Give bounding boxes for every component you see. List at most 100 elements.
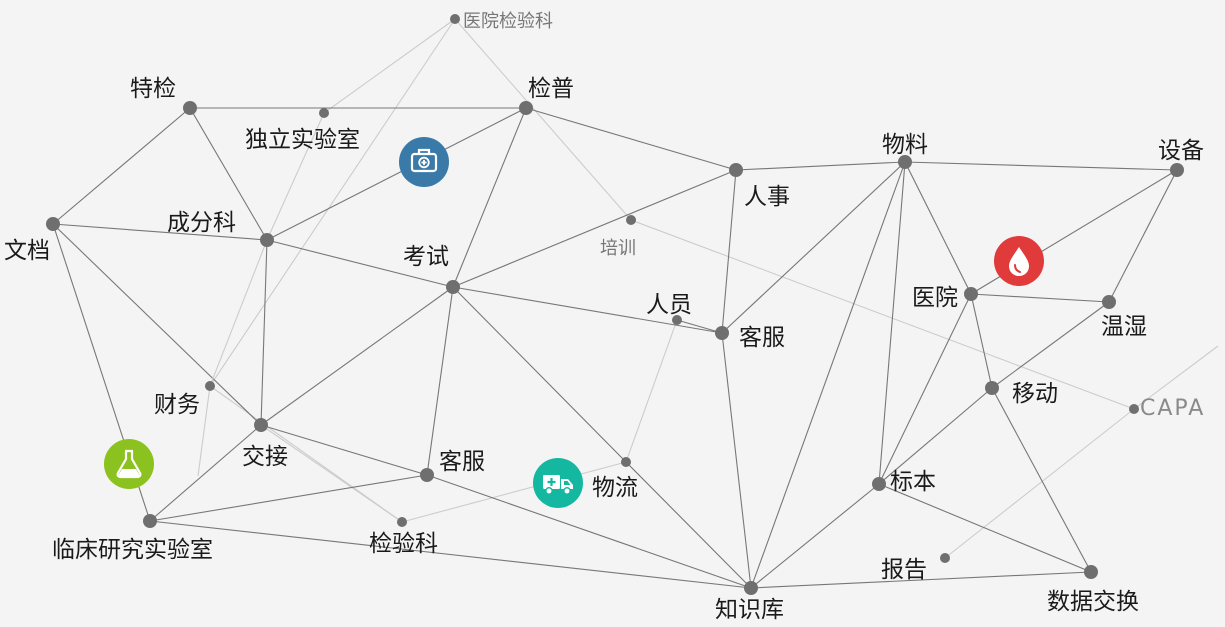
node-dot[interactable] [626,215,636,225]
edge-clinical-lab-zhishiku [149,520,752,589]
node-zhishiku[interactable]: 知识库 [715,581,784,623]
node-jianpu[interactable]: 检普 [519,76,574,115]
node-dot[interactable] [1170,163,1184,177]
node-label: 数据交换 [1047,589,1139,615]
node-dot[interactable] [729,163,743,177]
edge-wuliao-yiyuan [904,161,972,295]
node-wuliu[interactable]: 物流 [592,457,638,501]
node-dot[interactable] [898,155,912,169]
node-peixun[interactable]: 培训 [600,215,636,259]
node-caiwu[interactable]: 财务 [154,381,215,418]
edge-yiyuan-biaoben [878,293,972,485]
node-teshen[interactable]: 特检 [130,76,197,115]
node-dot[interactable] [1129,404,1139,414]
node-baogao[interactable]: 报告 [881,553,950,583]
edge-teshen-chengfenke [189,107,268,241]
node-label: CAPA [1140,396,1205,421]
edge-kaoshi-jiaojie [260,286,454,426]
node-dot[interactable] [519,101,533,115]
node-data-exchange[interactable]: 数据交换 [1047,565,1139,615]
edge-shebei-wenshi [1108,169,1178,303]
edge-wuliu-jianyanke [401,461,627,523]
edge-wuliao-zhishiku [750,161,906,589]
node-label: 物料 [882,132,928,158]
node-label: 客服 [439,449,485,475]
node-dot[interactable] [940,553,950,563]
node-dot[interactable] [621,457,631,467]
edge-jianyanke-jiaojie [260,424,403,523]
node-label: 人员 [646,292,692,318]
node-label: 交接 [242,444,288,470]
edge-chengfenke-caiwu [209,239,268,387]
node-dot[interactable] [260,233,274,247]
node-dot[interactable] [446,280,460,294]
edge-wuliao-shebei [904,161,1178,171]
node-hospital-lab[interactable]: 医院检验科 [450,11,553,32]
node-biaoben[interactable]: 标本 [872,469,936,495]
edge-jiaojie-kefu-center [260,424,428,476]
node-label: 独立实验室 [245,127,360,153]
edge-hospital-lab-independent-lab [323,18,456,114]
node-dot[interactable] [672,315,682,325]
node-dot[interactable] [143,514,157,528]
edge-biaoben-data-exchange [878,483,1092,573]
edge-kaoshi-wuliu [452,286,627,463]
node-renshi[interactable]: 人事 [729,163,790,210]
node-dot[interactable] [183,101,197,115]
ambulance-icon [533,458,583,508]
edge-capa-offscreen [1133,345,1219,410]
node-kefu-center[interactable]: 客服 [420,449,485,482]
edge-yiyuan-wenshi [970,293,1110,303]
edge-wendang-jiaojie [52,223,262,426]
edge-biaoben-zhishiku [750,483,880,589]
node-dot[interactable] [1102,295,1116,309]
node-label: 临床研究实验室 [52,537,213,563]
node-label: 成分科 [167,210,236,236]
node-wenshi[interactable]: 温湿 [1101,295,1147,340]
edge-kefu-right-zhishiku [721,332,752,589]
node-label: 温湿 [1101,314,1147,340]
node-dot[interactable] [319,108,329,118]
edge-peixun-capa [630,219,1135,410]
node-yidong[interactable]: 移动 [985,381,1058,407]
node-jiaojie[interactable]: 交接 [242,418,288,470]
node-dot[interactable] [1084,565,1098,579]
node-shebei[interactable]: 设备 [1158,138,1204,177]
edge-renyuan-kefu [676,319,723,334]
node-dot[interactable] [744,581,758,595]
node-dot[interactable] [450,14,460,24]
node-wendang[interactable]: 文档 [4,217,60,264]
edge-jianpu-kaoshi [452,107,527,288]
node-dot[interactable] [872,477,886,491]
node-kefu-right[interactable]: 客服 [715,325,785,351]
node-chengfenke[interactable]: 成分科 [167,210,274,247]
node-dot[interactable] [715,326,729,340]
node-dot[interactable] [397,517,407,527]
edge-wuliao-kefu-right [721,161,906,334]
edge-yidong-biaoben [878,387,993,485]
edge-zhishiku-data-exchange [750,571,1092,589]
node-dot[interactable] [420,468,434,482]
node-kaoshi[interactable]: 考试 [403,244,460,294]
node-dot[interactable] [985,381,999,395]
node-jianyanke[interactable]: 检验科 [369,517,438,557]
node-dot[interactable] [46,217,60,231]
node-capa[interactable]: CAPA [1129,396,1205,421]
node-dot[interactable] [254,418,268,432]
node-yiyuan[interactable]: 医院 [912,285,978,311]
edge-renshi-wuliao [735,161,906,171]
node-dot[interactable] [205,381,215,391]
edge-kefu-center-clinical-lab [149,474,428,522]
edge-baogao-capa [944,408,1135,559]
node-clinical-lab[interactable]: 临床研究实验室 [52,514,213,563]
edge-wuliao-biaoben [878,161,906,485]
node-label: 特检 [130,76,176,102]
node-renyuan[interactable]: 人员 [646,292,692,325]
edges [52,18,1219,589]
node-label: 物流 [592,475,638,501]
node-dot[interactable] [964,287,978,301]
edge-kaoshi-kefu-right [452,286,723,334]
node-independent-lab[interactable]: 独立实验室 [245,108,360,153]
node-wuliao[interactable]: 物料 [882,132,928,169]
